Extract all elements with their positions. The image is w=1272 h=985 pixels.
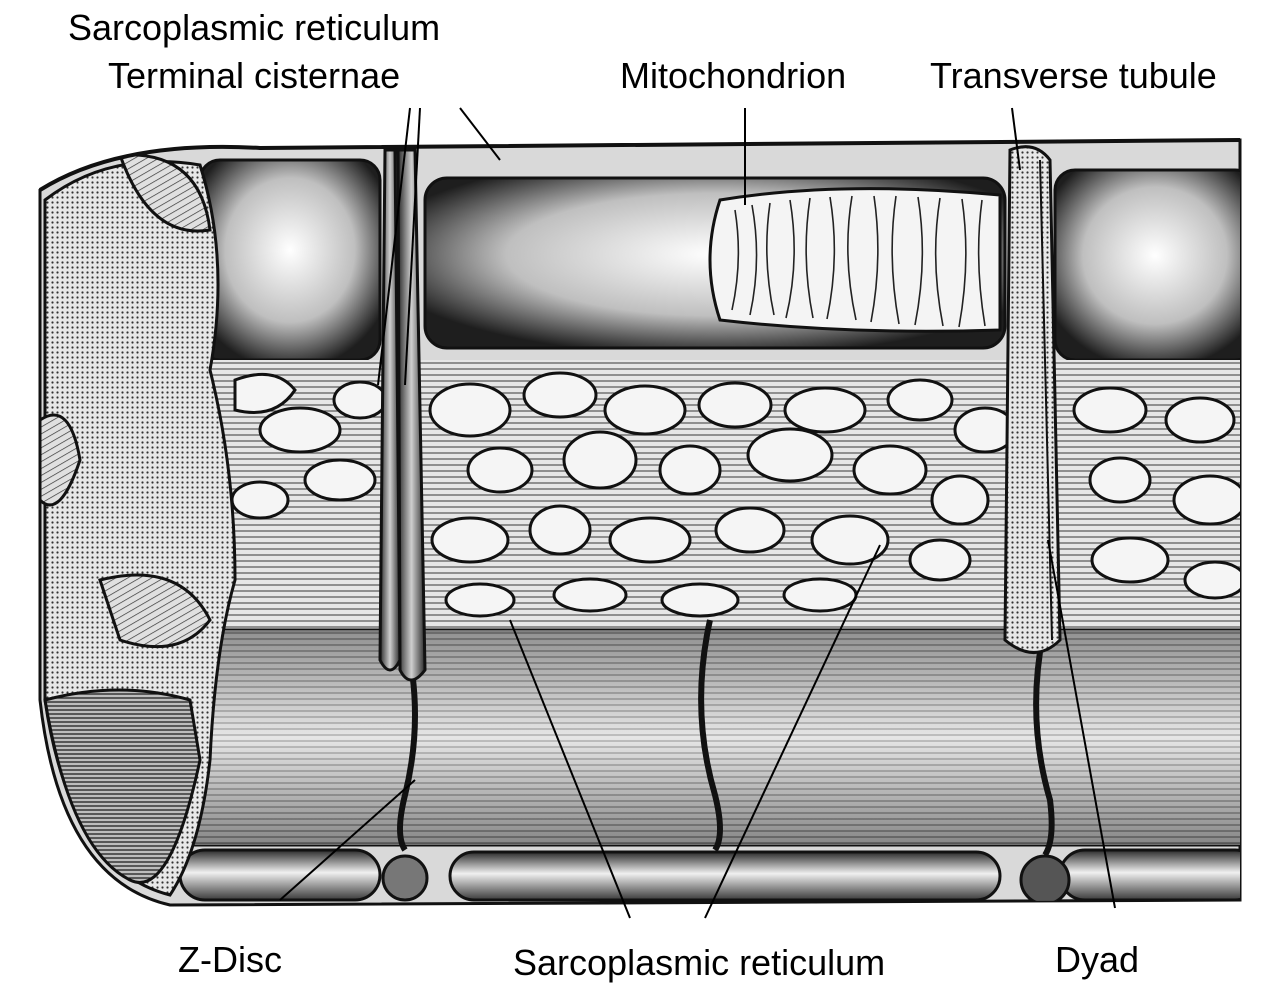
label-dyad: Dyad	[1055, 940, 1139, 980]
transverse-tubule-band	[1005, 147, 1060, 653]
label-terminal-cisternae: Terminal cisternae	[108, 56, 400, 96]
label-z-disc: Z-Disc	[178, 940, 282, 980]
sarcoplasmic-reticulum-network	[200, 360, 1260, 630]
label-sarcoplasmic-reticulum-bottom: Sarcoplasmic reticulum	[513, 943, 885, 983]
label-transverse-tubule: Transverse tubule	[930, 56, 1217, 96]
bottom-vesicles	[180, 850, 1260, 904]
mitochondrion-shape	[710, 189, 1000, 332]
label-mitochondrion: Mitochondrion	[620, 56, 846, 96]
label-sarcoplasmic-reticulum-top: Sarcoplasmic reticulum	[68, 8, 440, 48]
fiber-cross-section	[40, 155, 235, 895]
